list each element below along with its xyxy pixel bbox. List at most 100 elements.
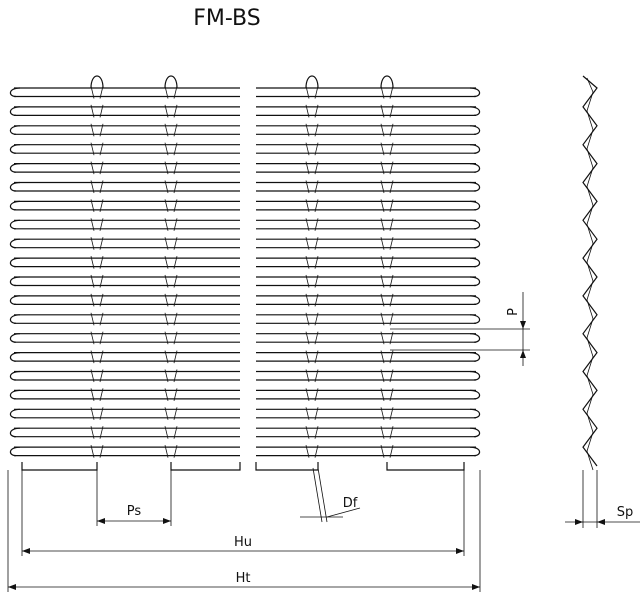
drawing-title: FM-BS — [193, 6, 260, 31]
spiral-link — [90, 350, 104, 364]
spiral-link — [380, 237, 394, 250]
spiral-link — [90, 142, 104, 156]
flat-wire-dimension: Df — [300, 467, 361, 523]
edge-hook — [9, 106, 21, 117]
edge-hook — [9, 389, 21, 400]
spiral-link — [380, 312, 394, 326]
spiral-link — [305, 237, 319, 250]
spiral-pitch-dimension: Ps — [96, 470, 172, 526]
edge-hook — [9, 219, 21, 230]
spiral-link — [380, 142, 394, 156]
spiral-link — [380, 445, 394, 458]
edge-hook — [9, 144, 21, 154]
spiral-link — [90, 407, 104, 420]
spiral-link — [305, 199, 319, 212]
spiral-link — [90, 218, 104, 231]
spiral-link — [90, 274, 104, 288]
spiral-link — [90, 85, 104, 99]
edge-hook — [469, 238, 481, 249]
spiral-link — [380, 161, 394, 175]
edge-hook — [469, 333, 481, 343]
edge-hook — [469, 427, 481, 438]
spiral-link — [90, 104, 104, 118]
edge-hook — [469, 125, 481, 135]
mesh-left-section — [9, 75, 241, 471]
edge-hook — [469, 408, 481, 419]
spiral-link — [90, 426, 104, 439]
spiral-link — [305, 85, 319, 99]
edge-hook — [9, 200, 21, 211]
edge-hook — [469, 219, 481, 230]
spiral-link — [164, 142, 178, 156]
edge-hook — [9, 314, 21, 324]
flat-wire-label: Df — [343, 496, 358, 511]
spiral-link — [305, 161, 319, 175]
edge-hook — [469, 163, 481, 173]
spiral-link — [380, 199, 394, 212]
spiral-link — [90, 388, 104, 401]
spiral-link — [380, 331, 394, 345]
spiral-link — [90, 331, 104, 345]
spiral-link — [305, 293, 319, 307]
spiral-link — [380, 369, 394, 383]
spiral-link — [305, 104, 319, 118]
spiral-link — [380, 426, 394, 439]
pitch-label: P — [506, 308, 521, 316]
spiral-link — [164, 123, 178, 137]
spiral-link — [164, 180, 178, 194]
bottom-loop — [386, 462, 465, 471]
spiral-link — [305, 407, 319, 420]
edge-hook — [9, 181, 21, 192]
spiral-link — [164, 218, 178, 231]
spiral-top-loop — [305, 75, 319, 89]
side-profile-line — [586, 77, 594, 471]
edge-hook — [469, 106, 481, 117]
spiral-link — [380, 350, 394, 364]
spiral-link — [380, 388, 394, 401]
edge-hook — [469, 370, 481, 381]
side-view-profile — [582, 75, 598, 471]
spiral-pitch-label: Ps — [127, 504, 142, 519]
spiral-link — [164, 445, 178, 458]
spiral-link — [380, 85, 394, 99]
spiral-link — [164, 293, 178, 307]
side-profile-line — [582, 75, 598, 467]
spiral-link — [90, 445, 104, 458]
spiral-link — [164, 256, 178, 269]
edge-hook — [469, 446, 481, 457]
spiral-link — [305, 388, 319, 401]
spiral-link — [380, 123, 394, 137]
spiral-link — [305, 331, 319, 345]
spiral-top-loop — [380, 75, 394, 89]
edge-hook — [469, 389, 481, 400]
edge-hook — [9, 446, 21, 457]
spiral-link — [90, 237, 104, 250]
total-width-dimension: Ht — [7, 470, 481, 592]
spiral-link — [305, 369, 319, 383]
spiral-link — [164, 426, 178, 439]
spiral-link — [90, 199, 104, 212]
spiral-link — [305, 123, 319, 137]
spiral-top-loop — [164, 75, 178, 89]
spiral-link — [305, 256, 319, 269]
edge-hook — [469, 181, 481, 192]
bottom-loop — [170, 462, 241, 471]
pitch-dimension: P — [390, 292, 530, 366]
spiral-link — [90, 369, 104, 383]
edge-hook — [9, 333, 21, 343]
spiral-link — [164, 104, 178, 118]
spiral-link — [90, 312, 104, 326]
edge-hook — [9, 125, 21, 135]
spiral-link — [164, 199, 178, 212]
edge-hook — [9, 295, 21, 306]
spiral-link — [380, 407, 394, 420]
edge-hook — [9, 427, 21, 438]
spiral-link — [90, 161, 104, 175]
spiral-link — [164, 331, 178, 345]
spiral-link — [164, 85, 178, 99]
edge-hook — [9, 352, 21, 362]
spiral-link — [90, 293, 104, 307]
spiral-link — [164, 407, 178, 420]
spiral-link — [164, 237, 178, 250]
